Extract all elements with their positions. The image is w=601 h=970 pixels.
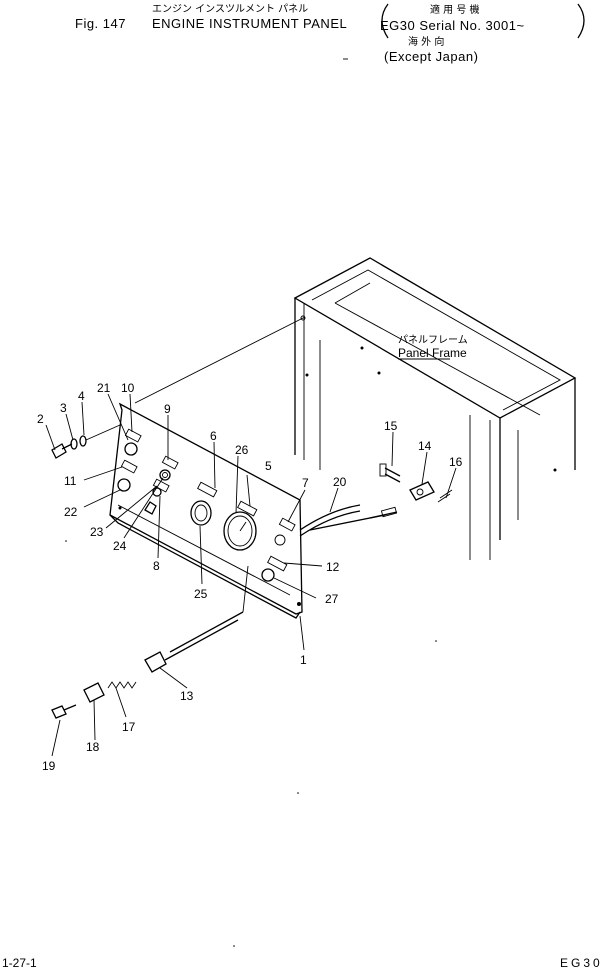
serial-number: EG30 Serial No. 3001~: [380, 18, 525, 33]
overseas-jp: 海 外 向: [408, 35, 444, 48]
callout-4: 4: [78, 389, 85, 403]
callout-19: 19: [42, 759, 56, 773]
page-ref: 1-27-1: [2, 956, 37, 970]
callout-6: 6: [210, 429, 217, 443]
bracket-right: [577, 3, 585, 39]
cable-assembly: [299, 463, 453, 537]
callout-8: 8: [153, 559, 160, 573]
title-en: ENGINE INSTRUMENT PANEL: [152, 16, 347, 31]
frame-label-jp: パネルフレーム: [398, 334, 468, 346]
callout-5: 5: [265, 459, 272, 473]
callout-13: 13: [180, 689, 194, 703]
header: エンジン インスツルメント パネル Fig. 147 ENGINE INSTRU…: [75, 3, 585, 64]
panel-frame: パネルフレーム Panel Frame: [134, 257, 577, 560]
callout-17: 17: [122, 720, 136, 734]
callout-2: 2: [37, 412, 44, 426]
callout-16: 16: [449, 455, 463, 469]
callout-9: 9: [164, 402, 171, 416]
frame-label-en: Panel Frame: [398, 346, 467, 360]
callout-20: 20: [333, 475, 347, 489]
instrument-panel-plate: [109, 402, 303, 619]
fastener-parts: [51, 424, 121, 459]
callout-26: 26: [235, 443, 249, 457]
applicable-jp: 適 用 号 機: [430, 3, 480, 16]
fig-label: Fig. 147: [75, 16, 126, 31]
callout-12: 12: [326, 560, 340, 574]
callout-14: 14: [418, 439, 432, 453]
footer: 1-27-1 EG30: [2, 540, 601, 970]
bracket-left: [381, 3, 389, 39]
leader-lines: [45, 393, 457, 757]
callout-15: 15: [384, 419, 398, 433]
model-code: EG30: [560, 956, 601, 970]
callout-10: 10: [121, 381, 135, 395]
callout-18: 18: [86, 740, 100, 754]
callout-25: 25: [194, 587, 208, 601]
callouts: 1 2 3 4 5 6 7 8 9 10 11 12 13 14 15 16 1…: [37, 381, 463, 773]
callout-21: 21: [97, 381, 111, 395]
callout-22: 22: [64, 505, 78, 519]
callout-27: 27: [325, 592, 339, 606]
callout-3: 3: [60, 401, 67, 415]
callout-11: 11: [64, 474, 77, 488]
callout-23: 23: [90, 525, 104, 539]
throttle-knob-assembly: [51, 565, 249, 719]
callout-24: 24: [113, 539, 127, 553]
callout-7: 7: [302, 476, 309, 490]
callout-1: 1: [300, 653, 307, 667]
title-jp: エンジン インスツルメント パネル: [152, 3, 308, 15]
except-japan: (Except Japan): [384, 49, 478, 64]
